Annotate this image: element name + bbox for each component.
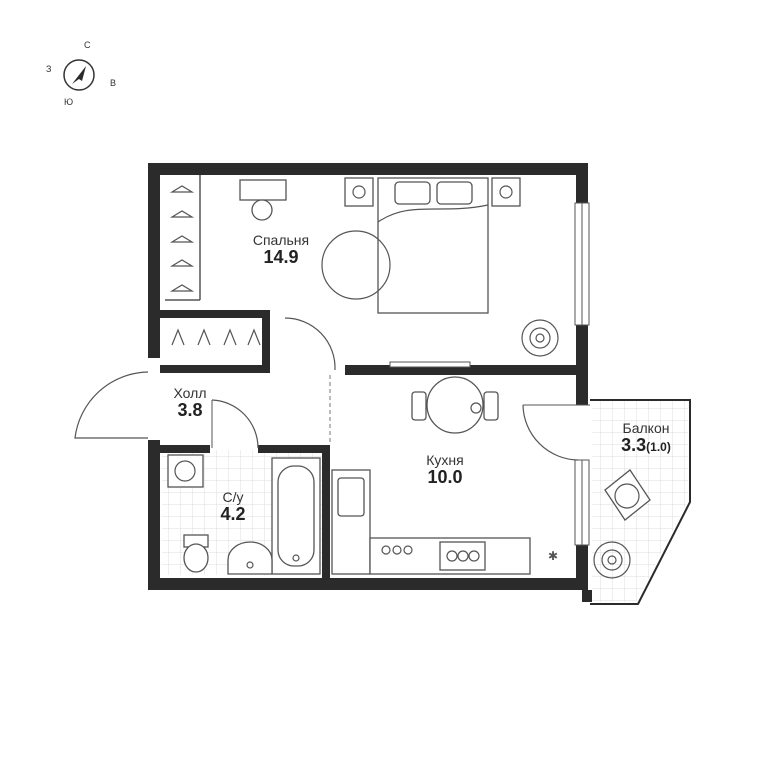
room-area: 10.0: [427, 467, 463, 488]
room-area-reduced: (1.0): [646, 440, 671, 455]
nightstand-icon: [344, 177, 374, 207]
room-area: 4.2: [220, 504, 246, 525]
room-name: Кухня: [426, 452, 464, 468]
bath-sink: [227, 541, 273, 575]
plant-icon: [521, 319, 559, 357]
sink-icon: [337, 477, 365, 517]
chair-icon: [483, 391, 499, 421]
armchair-icon: [604, 469, 651, 521]
table-icon: [411, 376, 499, 434]
compass-east-label: В: [110, 78, 117, 88]
compass-arrow-icon: [72, 66, 86, 84]
compass-north-label: С: [84, 40, 91, 50]
compass-west-label: З: [46, 64, 52, 74]
room-kitchen: Кухня 10.0: [410, 452, 480, 488]
wardrobe-bedroom: [165, 175, 201, 301]
doors: [74, 317, 590, 461]
walls: [148, 163, 691, 605]
room-area: 3.8: [177, 400, 203, 421]
room-area: 3.3: [621, 435, 647, 456]
desk: [239, 179, 287, 221]
room-name: Балкон: [622, 420, 670, 436]
stove-icon: [439, 541, 486, 571]
svg-text:✱: ✱: [548, 549, 558, 563]
windows: [389, 202, 590, 546]
bed-icon: [377, 177, 489, 314]
nightstand-icon: [491, 177, 521, 207]
bathtub-icon: [271, 457, 321, 575]
room-name: Спальня: [252, 232, 310, 248]
room-balcony: Балкон 3.3(1.0): [604, 420, 688, 456]
compass-south-label: Ю: [64, 97, 74, 107]
compass: [63, 59, 95, 91]
hanger-icon: [169, 185, 195, 292]
room-bedroom: Спальня 14.9: [236, 232, 326, 268]
toilet-icon: [183, 534, 209, 573]
wardrobe-hall: [171, 328, 261, 346]
room-bathroom: С/у 4.2: [208, 489, 258, 525]
room-name: Холл: [173, 385, 207, 401]
round-rug: [321, 230, 391, 300]
room-area: 14.9: [263, 247, 299, 268]
room-name: С/у: [222, 489, 244, 505]
kitchen-counter: ✱: [331, 469, 558, 575]
plant-icon: [593, 541, 631, 579]
room-hall: Холл 3.8: [160, 385, 220, 421]
washing-machine-icon: [167, 454, 204, 488]
chair-icon: [411, 391, 427, 421]
